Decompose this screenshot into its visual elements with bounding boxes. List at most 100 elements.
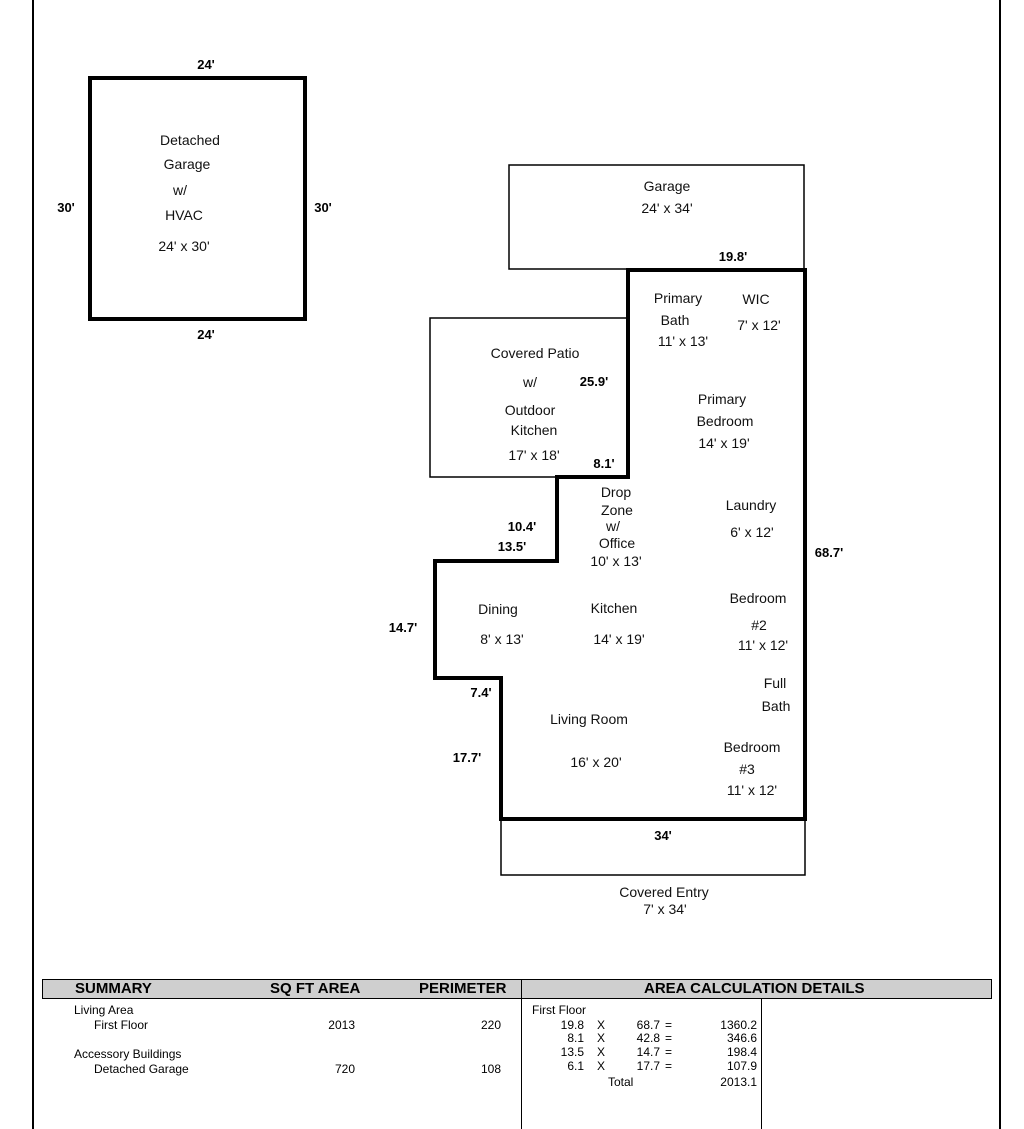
living-area-label: Living Area [74,1003,134,1017]
drop-zone-name-3: w/ [605,518,620,534]
primary-bedroom-name-2: Bedroom [697,413,754,429]
drop-zone-name-4: Office [599,535,636,551]
bedroom2-name-1: Bedroom [730,590,787,606]
summary-table: SUMMARY SQ FT AREA PERIMETER AREA CALCUL… [42,979,992,1129]
detached-garage-dim-bottom: 24' [197,327,215,342]
calc-a: 19.8 [560,1018,584,1032]
covered-patio-name-1: Covered Patio [491,345,580,361]
full-bath-name-1: Full [764,675,787,691]
detached-garage-size: 24' x 30' [158,238,209,254]
detached-garage-outline [88,76,307,321]
living-room-size: 16' x 20' [570,754,621,770]
calc-a: 8.1 [567,1031,584,1045]
laundry-size: 6' x 12' [730,524,773,540]
details-header: AREA CALCULATION DETAILS [644,980,865,997]
calc-op: X [597,1045,606,1059]
first-floor-area: 2013 [328,1018,355,1032]
area-header: SQ FT AREA [270,980,361,997]
detached-garage-perimeter: 108 [480,1062,501,1076]
dim-top: 19.8' [719,249,747,264]
calc-eq: = [665,1018,673,1032]
dim-dining-side: 14.7' [389,620,417,635]
detached-garage-area: 720 [334,1062,355,1076]
dim-drop-step: 13.5' [498,539,526,554]
house-outline [433,268,807,821]
first-floor-label: First Floor [94,1018,148,1032]
dim-drop-side: 10.4' [508,519,536,534]
first-floor-perimeter: 220 [480,1018,501,1032]
calc-op: X [597,1059,606,1073]
covered-entry-name: Covered Entry [619,884,708,900]
primary-bath-size: 11' x 13' [658,333,708,349]
kitchen-name: Kitchen [591,600,638,616]
detached-garage-dim-left: 30' [57,200,75,215]
primary-bedroom-name-1: Primary [698,391,746,407]
calc-eq: = [665,1059,673,1073]
calc-total-value: 2013.1 [720,1075,757,1089]
detached-garage-label: Detached Garage [94,1062,189,1076]
dim-dining-step: 7.4' [470,685,491,700]
summary-header: SUMMARY [75,980,152,997]
calc-op: X [597,1018,606,1032]
calc-b: 17.7 [636,1059,660,1073]
calc-result: 346.6 [726,1031,757,1045]
drop-zone-name-2: Zone [601,502,633,518]
calc-a: 6.1 [567,1059,584,1073]
calc-total-label: Total [608,1075,634,1089]
detached-garage-dim-right: 30' [314,200,332,215]
detached-garage-name-2: Garage [164,156,211,172]
dim-patio-step: 8.1' [593,456,614,471]
living-room-name: Living Room [550,711,628,727]
drop-zone-name-1: Drop [601,484,632,500]
wic-size: 7' x 12' [737,317,780,333]
covered-entry-outline [500,818,806,876]
covered-patio-name-3: Outdoor [505,402,556,418]
laundry-name: Laundry [726,497,777,513]
dining-size: 8' x 13' [480,631,523,647]
details-divider [521,979,522,1129]
dining-name: Dining [478,601,518,617]
detached-garage-name-3: w/ [172,182,187,198]
calc-b: 42.8 [636,1031,660,1045]
garage-size: 24' x 34' [641,200,692,216]
covered-patio-name-2: w/ [522,374,537,390]
bedroom3-name-2: #3 [739,761,755,777]
detached-garage-name-4: HVAC [165,207,203,223]
garage-name: Garage [644,178,691,194]
calc-b: 14.7 [636,1045,660,1059]
calc-title: First Floor [532,1003,586,1017]
bedroom2-size: 11' x 12' [738,637,788,653]
detached-garage-dim-top: 24' [197,57,215,72]
covered-entry-size: 7' x 34' [643,901,686,917]
accessory-label: Accessory Buildings [74,1047,182,1061]
drop-zone-size: 10' x 13' [590,553,641,569]
calc-op: X [597,1031,606,1045]
calc-result: 1360.2 [720,1018,757,1032]
covered-patio-name-4: Kitchen [511,422,558,438]
calc-result: 107.9 [726,1059,757,1073]
dim-living-side: 17.7' [453,750,481,765]
dim-patio-side: 25.9' [580,374,608,389]
dim-right: 68.7' [815,545,843,560]
calc-result: 198.4 [726,1045,757,1059]
covered-patio-size: 17' x 18' [508,447,559,463]
dim-bottom: 34' [654,828,672,843]
primary-bedroom-size: 14' x 19' [698,435,749,451]
perimeter-header: PERIMETER [419,980,507,997]
primary-bath-name-1: Primary [654,290,702,306]
wic-name: WIC [742,291,769,307]
summary-header-bar: SUMMARY SQ FT AREA PERIMETER AREA CALCUL… [42,979,992,999]
kitchen-size: 14' x 19' [593,631,644,647]
bedroom3-size: 11' x 12' [727,782,777,798]
calc-a: 13.5 [560,1045,584,1059]
bedroom2-name-2: #2 [751,617,767,633]
calc-b: 68.7 [636,1018,660,1032]
full-bath-name-2: Bath [762,698,791,714]
calc-eq: = [665,1031,673,1045]
bedroom3-name-1: Bedroom [724,739,781,755]
primary-bath-name-2: Bath [661,312,690,328]
detached-garage-name-1: Detached [160,132,220,148]
calc-divider [761,998,762,1129]
calc-eq: = [665,1045,673,1059]
